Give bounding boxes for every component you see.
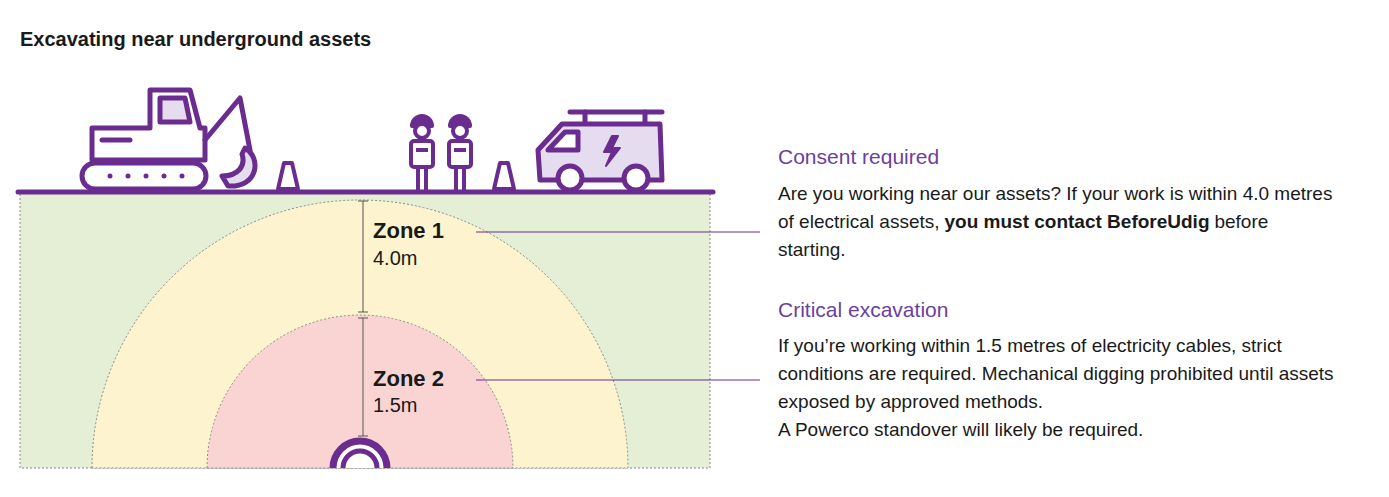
callout-block: A Powerco standover will likely be requi…	[778, 416, 1363, 444]
callout-heading: Consent required	[778, 145, 939, 168]
zone-shape	[207, 315, 513, 468]
zone-distance: 4.0m	[373, 246, 417, 270]
ground	[20, 192, 710, 468]
callout-text: A Powerco standover will likely be requi…	[778, 419, 1143, 440]
callout-text-bold: you must contact BeforeUdig	[945, 211, 1210, 232]
cable-symbol	[333, 441, 387, 468]
callout-heading: Critical excavation	[778, 298, 948, 321]
worker	[411, 116, 471, 190]
title-box: Excavating near underground assets	[20, 28, 371, 51]
dimension-line	[358, 201, 368, 436]
leader-line	[476, 232, 760, 380]
zone-name: Zone 1	[373, 218, 444, 244]
zone-distance: 1.5m	[373, 393, 417, 417]
title: Excavating near underground assets	[20, 28, 371, 50]
zone-name: Zone 2	[373, 366, 444, 392]
zone-outline	[92, 200, 628, 468]
ground-line	[18, 190, 713, 195]
callout-block: Consent required	[778, 144, 939, 170]
zone-outline	[207, 315, 513, 468]
excavator	[82, 90, 255, 189]
zone-region: Zone 21.5m	[207, 315, 513, 468]
van	[538, 112, 662, 190]
zone-region: Zone 14.0mZone 21.5m	[92, 200, 628, 468]
callout-block: Critical excavation	[778, 297, 948, 323]
cone	[278, 163, 514, 189]
callout-block: If you’re working within 1.5 metres of e…	[778, 332, 1363, 416]
callout-text: If you’re working within 1.5 metres of e…	[778, 335, 1334, 412]
callout-block: Are you working near our assets? If your…	[778, 180, 1338, 264]
